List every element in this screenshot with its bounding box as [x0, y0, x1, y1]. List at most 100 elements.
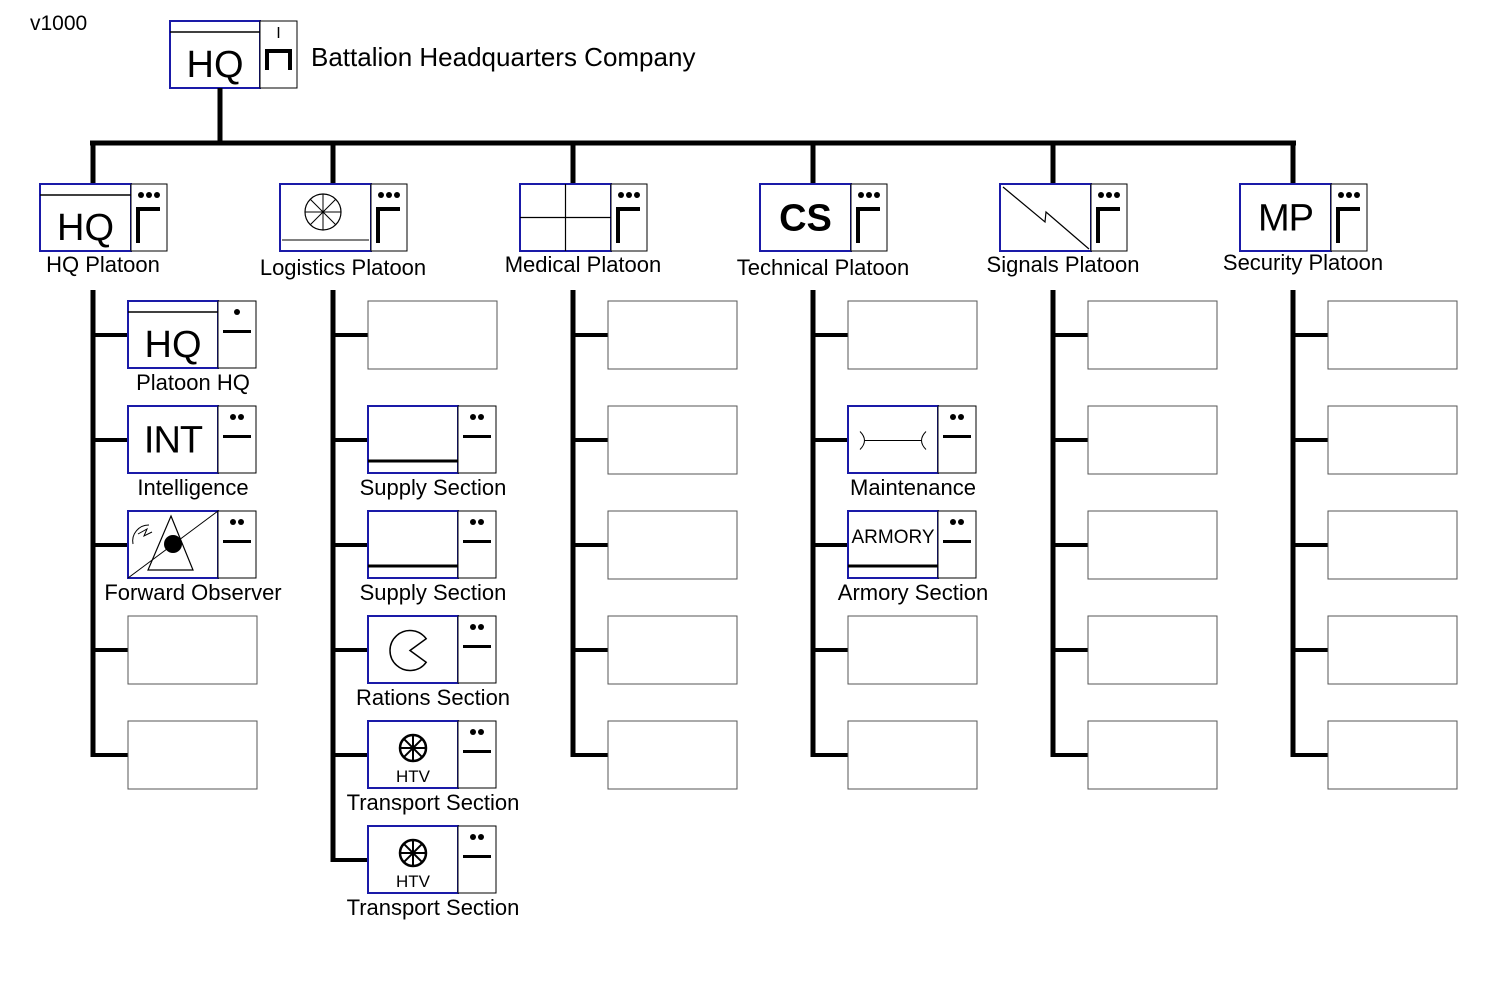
empty-slot	[1087, 720, 1218, 790]
symbol-frame	[367, 405, 459, 474]
radar-icon	[132, 524, 150, 545]
platoon-label: Signals Platoon	[987, 252, 1140, 277]
section-label: Maintenance	[850, 475, 976, 500]
empty-slot	[847, 615, 978, 685]
empty-slot	[1327, 720, 1458, 790]
empty-slot	[1327, 510, 1458, 580]
echelon-dot-icon	[138, 192, 144, 198]
section-symbol-1-4: HTV	[367, 720, 497, 789]
platoon-bracket-icon	[136, 207, 160, 243]
platoon-label: Security Platoon	[1223, 250, 1383, 275]
echelon-dot-icon	[238, 414, 244, 420]
echelon-dot-icon	[386, 192, 392, 198]
echelon-dot-icon	[618, 192, 624, 198]
echelon-frame	[937, 405, 977, 474]
echelon-dot-icon	[470, 834, 476, 840]
symbol-frame	[127, 405, 219, 474]
echelon-dot-icon	[478, 414, 484, 420]
unit-text-icon: MP	[1258, 198, 1313, 240]
armory-text-icon: ARMORY	[851, 527, 934, 548]
echelon-frame	[457, 615, 497, 684]
symbol-frame	[367, 510, 459, 579]
version-label: v1000	[30, 12, 88, 35]
echelon-dot-icon	[626, 192, 632, 198]
section-label: Transport Section	[347, 895, 520, 920]
empty-slot	[607, 615, 738, 685]
lightning-icon	[1002, 186, 1090, 250]
echelon-dot-icon	[634, 192, 640, 198]
echelon-dot-icon	[478, 519, 484, 525]
platoon-symbol-1	[279, 183, 408, 252]
empty-slot	[1087, 405, 1218, 475]
empty-slot	[1087, 510, 1218, 580]
section-symbol-1-5: HTV	[367, 825, 497, 894]
wrench-icon	[859, 431, 865, 450]
platoon-bracket-icon	[376, 207, 400, 243]
platoon-bracket-icon	[1096, 207, 1120, 243]
echelon-frame	[457, 405, 497, 474]
echelon-frame	[217, 405, 257, 474]
symbol-frame	[847, 405, 939, 474]
platoon-label: Logistics Platoon	[260, 255, 426, 280]
platoon-bracket-icon	[1336, 207, 1360, 243]
fo-dot-icon	[164, 535, 182, 553]
echelon-dot-icon	[154, 192, 160, 198]
echelon-dot-icon	[146, 192, 152, 198]
platoon-label: HQ Platoon	[46, 252, 160, 277]
echelon-dot-icon	[470, 519, 476, 525]
echelon-dot-icon	[230, 414, 236, 420]
empty-slot	[847, 300, 978, 370]
empty-slot	[127, 720, 258, 790]
echelon-dot-icon	[874, 192, 880, 198]
rations-icon	[389, 629, 428, 672]
fo-triangle-icon	[147, 514, 194, 571]
empty-slot	[367, 300, 498, 370]
hq-text-icon: HQ	[145, 324, 202, 366]
echelon-dot-icon	[478, 624, 484, 630]
platoon-symbol-3: CS	[759, 183, 888, 252]
section-symbol-1-1	[367, 405, 497, 474]
company-bracket-icon	[265, 49, 292, 70]
echelon-dot-icon	[1338, 192, 1344, 198]
echelon-dot-icon	[858, 192, 864, 198]
section-label: Supply Section	[360, 475, 507, 500]
section-label: Transport Section	[347, 790, 520, 815]
echelon-frame	[457, 720, 497, 789]
symbol-frame	[367, 615, 459, 684]
empty-slot	[607, 405, 738, 475]
echelon-dot-icon	[1114, 192, 1120, 198]
empty-slot	[607, 510, 738, 580]
section-label: Forward Observer	[104, 580, 281, 605]
section-symbol-0-0: HQ	[127, 300, 257, 369]
section-label: Supply Section	[360, 580, 507, 605]
section-symbol-0-2	[127, 510, 257, 579]
wrench-icon	[921, 431, 927, 450]
symbol-frame	[759, 183, 852, 252]
section-label: Rations Section	[356, 685, 510, 710]
company-title: Battalion Headquarters Company	[311, 42, 696, 72]
platoon-bracket-icon	[856, 207, 880, 243]
echelon-dot-icon	[958, 519, 964, 525]
echelon-frame	[217, 510, 257, 579]
wheel-spoke-icon	[309, 198, 337, 226]
echelon-dot-icon	[958, 414, 964, 420]
echelon-frame	[937, 510, 977, 579]
section-label: Intelligence	[137, 475, 248, 500]
echelon-dot-icon	[238, 519, 244, 525]
section-symbol-1-2	[367, 510, 497, 579]
echelon-dot-icon	[1354, 192, 1360, 198]
empty-slot	[127, 615, 258, 685]
echelon-dot-icon	[1098, 192, 1104, 198]
hq-text-icon: HQ	[57, 207, 114, 249]
empty-slot	[607, 720, 738, 790]
unit-text-icon: CS	[779, 198, 832, 240]
empty-slot	[1327, 615, 1458, 685]
empty-slot	[1327, 405, 1458, 475]
section-symbol-3-2: ARMORY	[847, 510, 977, 579]
echelon-dot-icon	[1346, 192, 1352, 198]
company-symbol: HQ	[169, 20, 298, 89]
platoon-symbol-2	[519, 183, 648, 252]
htv-text-icon: HTV	[396, 767, 431, 786]
echelon-frame	[457, 510, 497, 579]
empty-slot	[1087, 300, 1218, 370]
